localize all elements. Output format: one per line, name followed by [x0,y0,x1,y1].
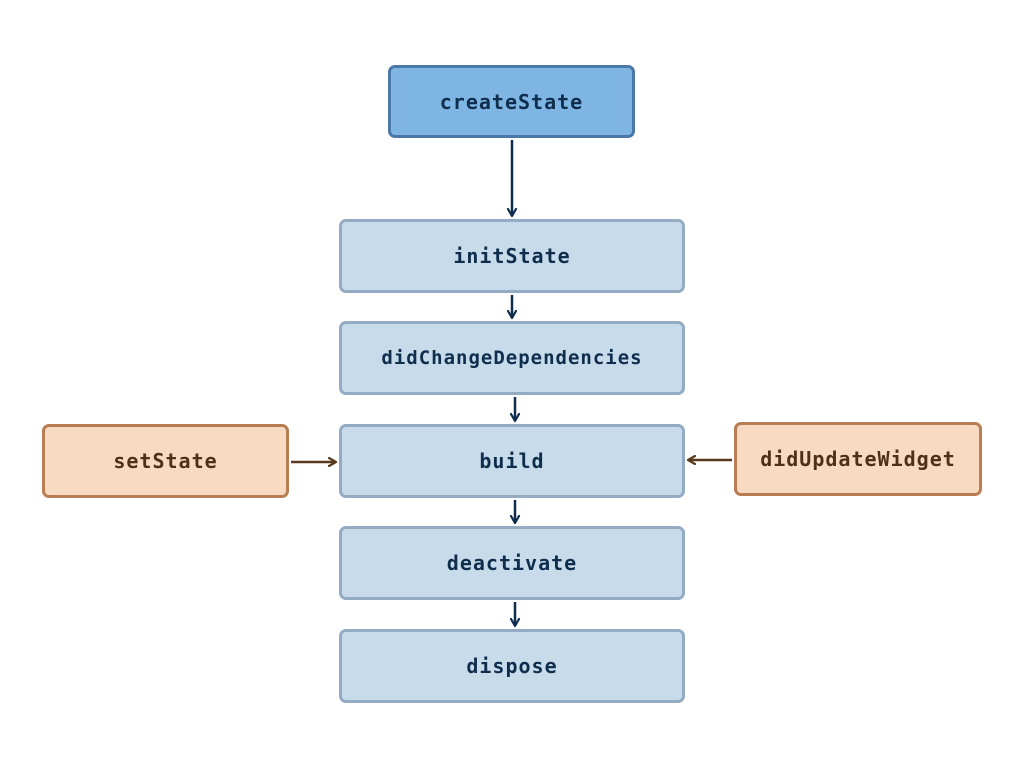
node-setstate: setState [42,424,289,498]
node-createstate-label: createState [439,89,584,114]
node-build-label: build [479,449,545,473]
node-initstate: initState [339,219,685,293]
node-dispose: dispose [339,629,685,703]
node-didchangedependencies: didChangeDependencies [339,321,685,395]
node-deactivate: deactivate [339,526,685,600]
node-setstate-label: setState [113,449,218,473]
node-initstate-label: initState [453,244,571,268]
node-deactivate-label: deactivate [446,551,578,575]
node-didchangedependencies-label: didChangeDependencies [381,347,643,369]
node-didupdatewidget-label: didUpdateWidget [760,447,956,471]
node-dispose-label: dispose [466,654,558,678]
node-createstate: createState [388,65,635,138]
node-build: build [339,424,685,498]
node-didupdatewidget: didUpdateWidget [734,422,982,496]
